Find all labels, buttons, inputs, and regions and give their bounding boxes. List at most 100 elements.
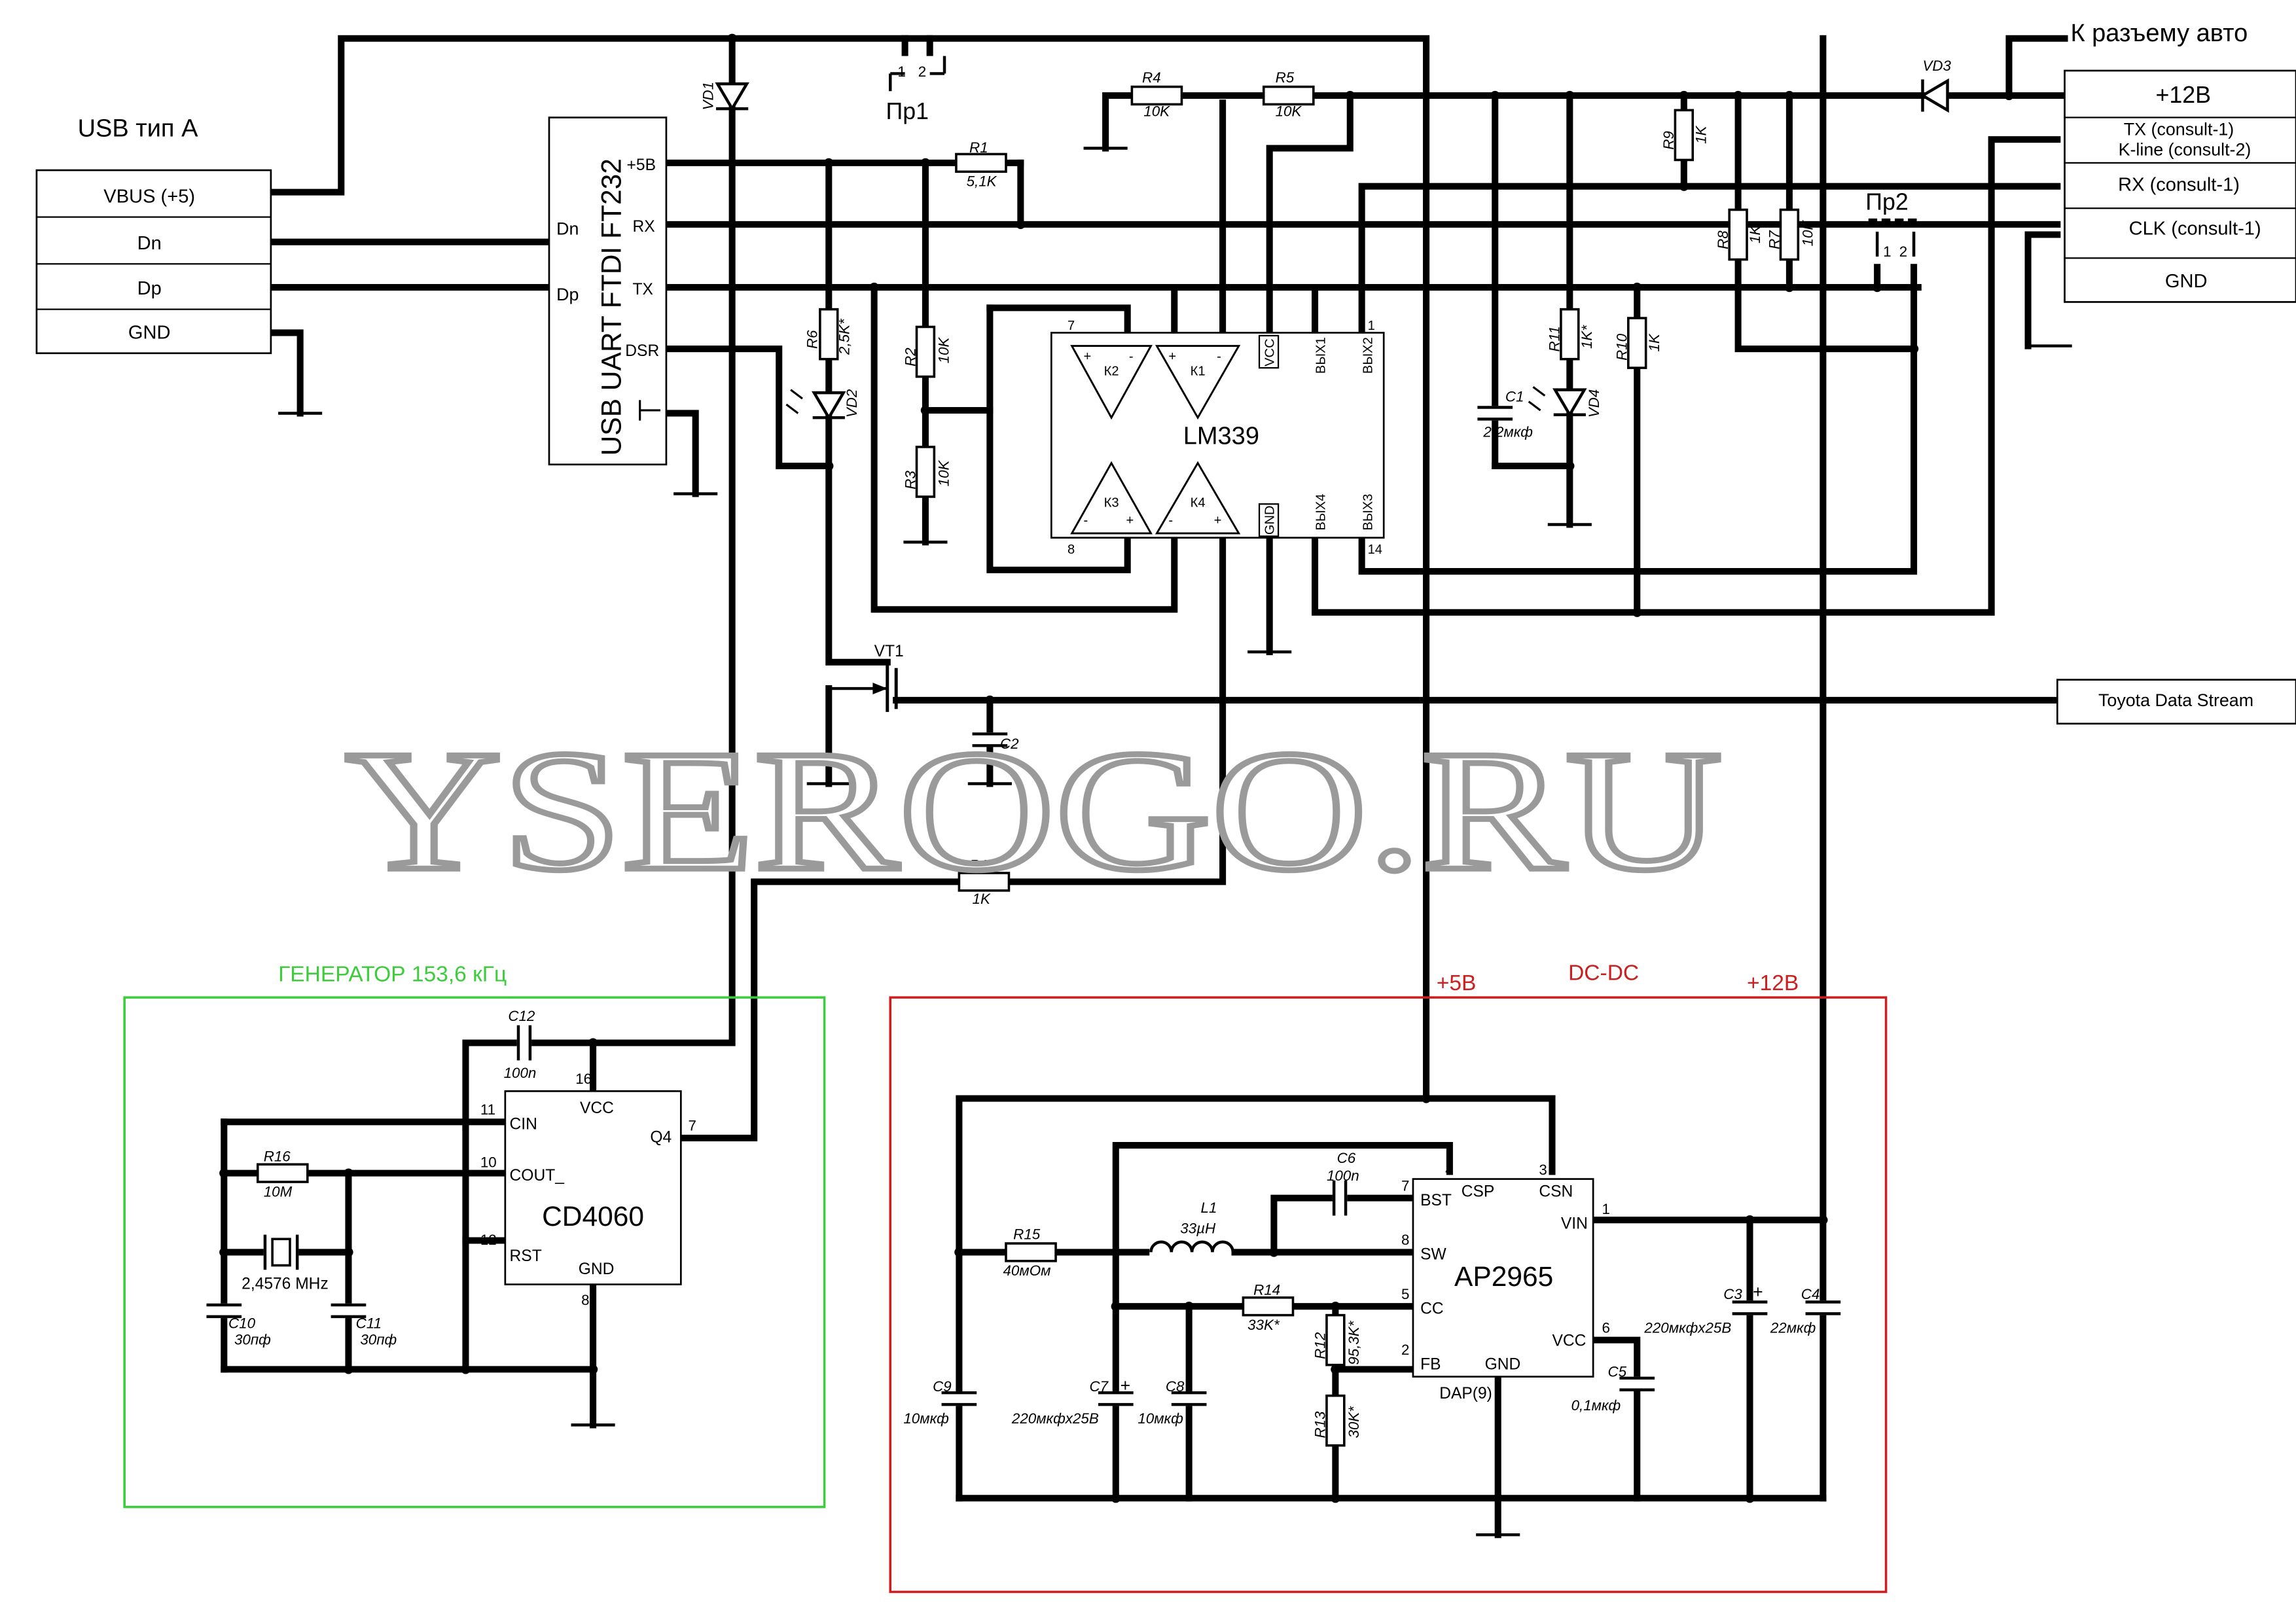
diode-vd1	[715, 82, 749, 112]
led-rays-icon	[785, 389, 803, 414]
label-r10: R10	[1614, 333, 1630, 361]
car-pin-gnd: GND	[2165, 271, 2208, 292]
ft232-pin-rx: RX	[632, 218, 655, 236]
ap2965-pin-csn: CSN	[1539, 1183, 1573, 1200]
label-r4: R4	[1142, 69, 1161, 86]
capacitor-c4	[1803, 1300, 1844, 1315]
label-c11: C11	[356, 1315, 382, 1332]
cd4060-num-8: 8	[581, 1292, 589, 1308]
k3-minus: -	[1084, 514, 1088, 528]
label-c10: C10	[228, 1315, 256, 1332]
ft232-chip: USB UART FTDI FT232 Dn Dp +5В RX TX DSR	[548, 116, 668, 466]
lm339-vcc-label: VCC	[1263, 338, 1277, 366]
crystal-oscillator: 2,4576 MHz	[242, 1234, 329, 1293]
k2-minus: -	[1129, 349, 1134, 364]
label-c8: C8	[1166, 1378, 1185, 1395]
cd4060-name: CD4060	[542, 1202, 644, 1232]
lm339-name: LM339	[1183, 422, 1259, 450]
comparator-k1	[1155, 345, 1241, 420]
value-r5: 10K	[1276, 103, 1302, 119]
label-c4: C4	[1801, 1286, 1820, 1302]
usb-pin-dn: Dn	[137, 233, 162, 254]
polarity-marks: + +	[1120, 1282, 1763, 1395]
value-c9: 10мкф	[903, 1410, 948, 1427]
junctions	[219, 33, 2014, 1503]
label-c9: C9	[933, 1378, 952, 1395]
resistor-r16	[256, 1163, 309, 1183]
value-r1: 5,1K	[967, 173, 997, 190]
usb-pin-dp: Dp	[137, 278, 162, 299]
resistor-r6	[819, 308, 839, 361]
label-r9: R9	[1660, 131, 1677, 150]
comparator-k2-label: К2	[1104, 364, 1119, 378]
ap2965-name: AP2965	[1454, 1262, 1553, 1293]
resistor-r7	[1779, 208, 1800, 261]
dcdc-border	[889, 996, 1888, 1594]
k4-minus: -	[1168, 514, 1173, 528]
led-rays-icon	[1528, 385, 1546, 412]
value-r11: 1K*	[1579, 325, 1595, 349]
comparator-k3	[1070, 461, 1153, 535]
crystal-label: 2,4576 MHz	[242, 1275, 329, 1293]
value-r16: 10M	[264, 1183, 293, 1200]
car-pin-12v: +12В	[2155, 82, 2211, 108]
label-vd3: VD3	[1923, 58, 1952, 74]
diode-vd3	[1920, 78, 1949, 113]
lm339-out4-label: ВЫХ4	[1314, 494, 1329, 531]
resistor-r12	[1325, 1313, 1346, 1366]
lm339-chip: LM339 К2 + - К1 + - К3 - + К4 - + VCC GN…	[1050, 319, 1385, 557]
label-c2: C2	[1000, 736, 1019, 752]
resistor-r9	[1674, 109, 1695, 162]
ap2965-num-2: 2	[1401, 1342, 1409, 1358]
usb-title: USB тип А	[78, 115, 199, 143]
component-labels: R1 5,1K R2 10K R3 10K R4 10K R5 10K R6 2…	[228, 58, 1952, 1438]
usb-pin-gnd: GND	[128, 322, 171, 343]
label-l1: L1	[1201, 1200, 1217, 1216]
ap2965-num-1: 1	[1602, 1201, 1610, 1217]
label-c7: C7	[1090, 1378, 1109, 1395]
value-c1: 2,2мкф	[1482, 423, 1533, 440]
value-r3: 10K	[936, 459, 952, 486]
value-r17: 1K	[973, 891, 991, 907]
ap2965-pin-vcc: VCC	[1552, 1332, 1586, 1350]
k1-minus: -	[1217, 349, 1221, 364]
value-c12: 100n	[504, 1065, 537, 1081]
dcdc-block: DC-DC +5В +12В AP2965 BST CSP CSN SW VIN…	[889, 961, 1888, 1594]
value-c6: 100n	[1327, 1168, 1359, 1184]
pr2-pin-1: 1	[1883, 243, 1891, 260]
ap2965-pin-sw: SW	[1420, 1246, 1446, 1264]
car-connector-title: К разъему авто	[2070, 20, 2248, 47]
value-c8: 10мкф	[1138, 1410, 1183, 1427]
value-r13: 30K*	[1346, 1406, 1362, 1438]
generator-border	[123, 996, 826, 1508]
label-r5: R5	[1276, 69, 1295, 86]
dcdc-12v-label: +12В	[1747, 971, 1799, 995]
resistor-r10	[1627, 317, 1647, 369]
car-connector: К разъему авто +12В TX (consult-1) K-lin…	[2056, 20, 2296, 725]
jumper-pr1: 1 2 Пр1	[886, 56, 946, 124]
resistor-r11	[1560, 308, 1580, 361]
value-r8: 1K	[1747, 225, 1763, 243]
value-l1: 33µH	[1180, 1220, 1216, 1236]
k2-plus: +	[1084, 349, 1092, 364]
ft232-pin-dp: Dp	[556, 285, 579, 304]
resistor-r15	[1005, 1242, 1057, 1262]
value-r4: 10K	[1143, 103, 1170, 119]
lm339-pin-14: 14	[1368, 543, 1382, 557]
ap2965-num-6: 6	[1602, 1319, 1610, 1336]
lm339-out2-label: ВЫХ2	[1361, 337, 1375, 374]
label-c3: C3	[1723, 1286, 1742, 1302]
cd4060-num-12: 12	[480, 1232, 497, 1248]
capacitor-c1	[1475, 406, 1516, 420]
cd4060-num-16: 16	[575, 1071, 592, 1087]
inductor-l1	[1149, 1239, 1234, 1257]
pr1-pin-1: 1	[897, 63, 905, 80]
value-r15: 40мОм	[1003, 1262, 1051, 1279]
label-r12: R12	[1312, 1332, 1329, 1359]
diode-vd4	[1528, 385, 1587, 418]
ft232-pin-dn: Dn	[556, 219, 579, 239]
svg-text:+: +	[1753, 1282, 1763, 1302]
diodes	[715, 78, 1949, 421]
k3-plus: +	[1126, 514, 1134, 528]
comparator-k4	[1155, 461, 1241, 535]
